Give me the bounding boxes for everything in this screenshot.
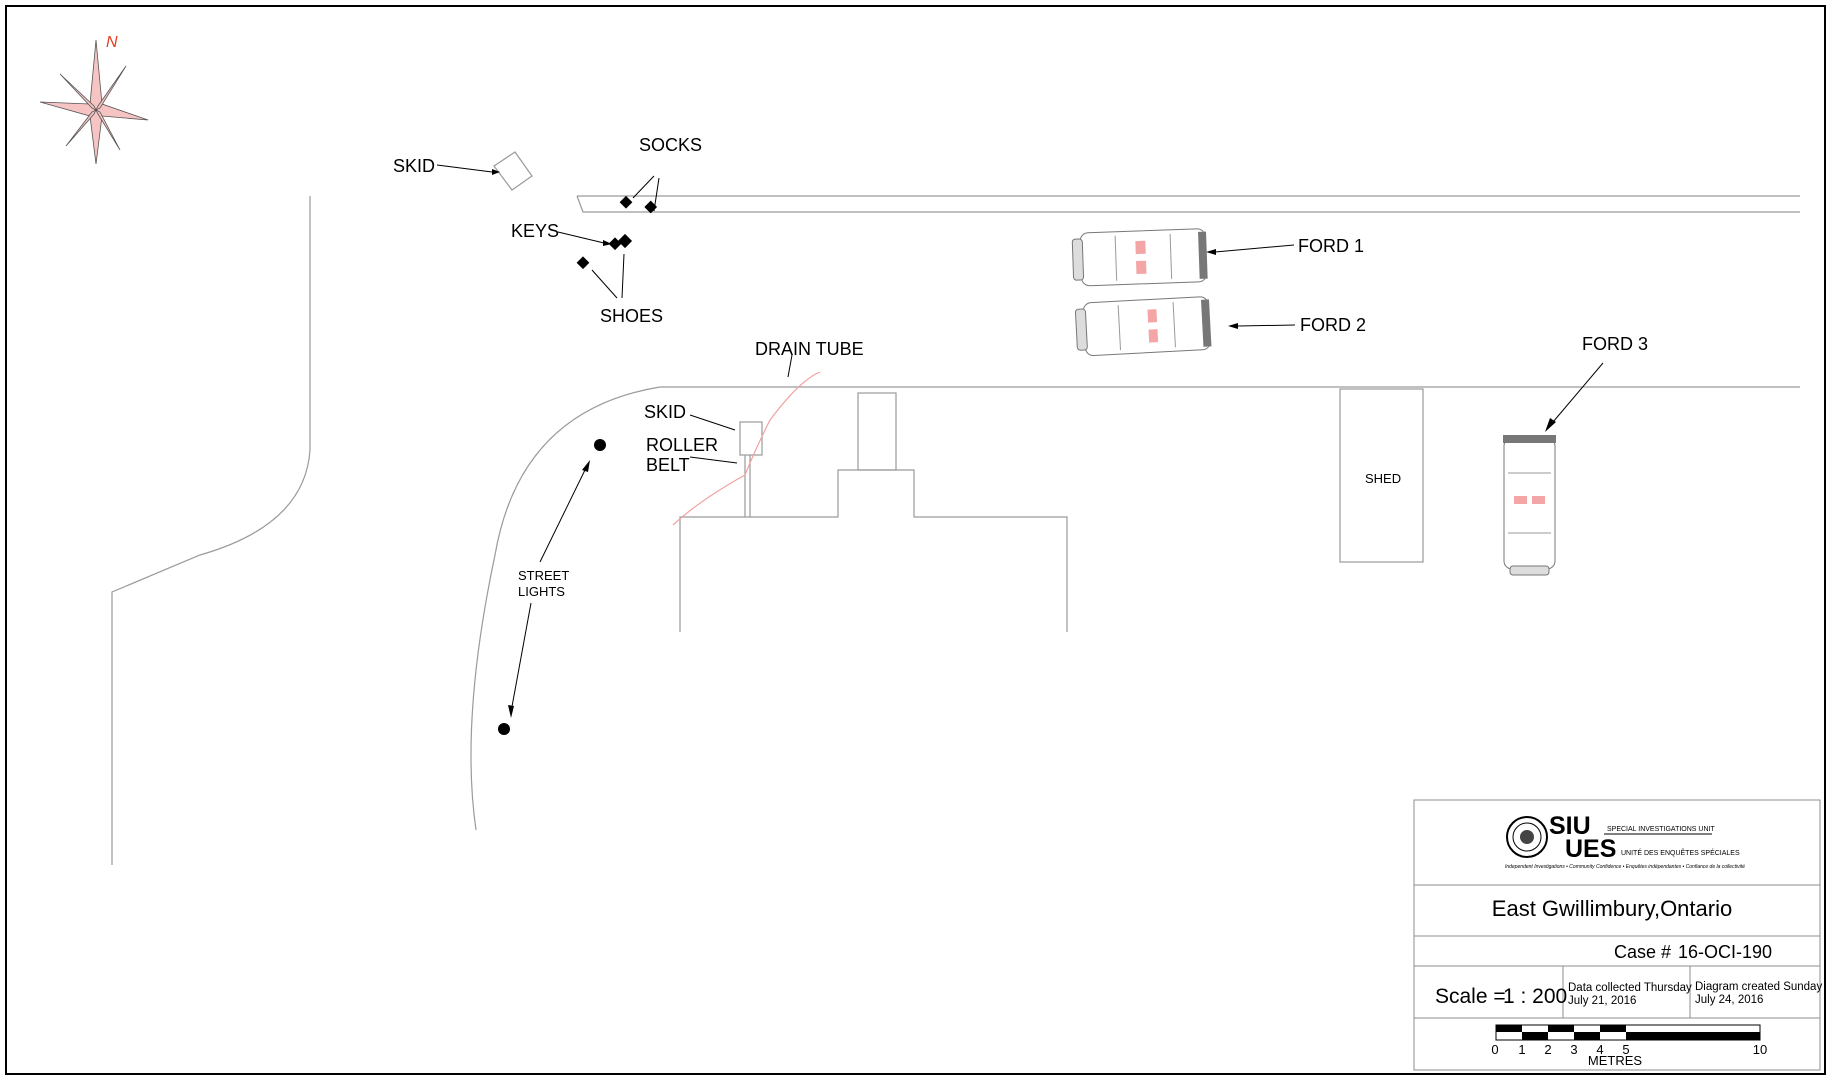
data-collected-line-2: July 21, 2016 — [1568, 995, 1636, 1007]
street-light-marker — [594, 439, 606, 451]
label-drain-tube: DRAIN TUBE — [755, 339, 864, 359]
location-title: East Gwillimbury,Ontario — [1492, 896, 1732, 921]
scale-label: Scale = — [1435, 985, 1506, 1008]
scale-tick-5: 5 — [1622, 1042, 1629, 1057]
label-socks: SOCKS — [639, 135, 702, 155]
label-shed: SHED — [1365, 471, 1401, 486]
diagram-created-line-1: Diagram created Sunday — [1695, 981, 1822, 993]
siu-logo: SIU UES SPECIAL INVESTIGATIONS UNIT UNIT… — [1505, 812, 1745, 870]
shoe-marker — [576, 256, 590, 270]
logo-siu-sub: SPECIAL INVESTIGATIONS UNIT — [1607, 826, 1715, 833]
logo-siu: SIU — [1549, 812, 1591, 840]
logo-ues-sub: UNITÉ DES ENQUÊTES SPÉCIALES — [1621, 848, 1740, 857]
scale-tick-10: 10 — [1753, 1042, 1767, 1057]
outer-frame — [5, 5, 1826, 1075]
logo-ues: UES — [1565, 835, 1616, 863]
case-number: 16-OCI-190 — [1678, 942, 1772, 962]
scale-tick-4: 4 — [1596, 1042, 1603, 1057]
leader-lines — [436, 164, 1604, 718]
scale-bar — [1495, 1024, 1761, 1041]
case-label: Case # — [1614, 942, 1671, 962]
north-label: N — [106, 34, 118, 51]
road-outlines — [111, 151, 1800, 865]
label-shoes: SHOES — [600, 306, 663, 326]
scale-unit: METRES — [1588, 1053, 1643, 1068]
label-skid-mid: SKID — [644, 402, 686, 422]
label-keys: KEYS — [511, 221, 559, 241]
diagram-created-line-2: July 24, 2016 — [1695, 994, 1763, 1006]
drain-tube-line — [672, 371, 821, 526]
street-light-marker — [498, 723, 510, 735]
scale-tick-3: 3 — [1570, 1042, 1577, 1057]
data-collected-line-1: Data collected Thursday — [1568, 982, 1692, 994]
label-street-lights-2: LIGHTS — [518, 584, 565, 599]
label-street-lights-1: STREET — [518, 568, 569, 583]
logo-tagline: Independent Investigations • Community C… — [1505, 864, 1745, 870]
north-compass-icon: N — [39, 34, 149, 165]
vehicle-ford-3 — [1503, 435, 1556, 576]
label-roller-belt-1: ROLLER — [646, 435, 718, 455]
title-block: SIU UES SPECIAL INVESTIGATIONS UNIT UNIT… — [1413, 799, 1822, 1071]
vehicle-ford-2 — [1074, 296, 1212, 357]
sock-marker — [619, 195, 633, 209]
label-skid-top: SKID — [393, 156, 435, 176]
label-ford-1: FORD 1 — [1298, 236, 1364, 256]
label-ford-2: FORD 2 — [1300, 315, 1366, 335]
label-ford-3: FORD 3 — [1582, 334, 1648, 354]
scale-tick-2: 2 — [1544, 1042, 1551, 1057]
scale-tick-0: 0 — [1491, 1042, 1498, 1057]
label-roller-belt-2: BELT — [646, 455, 690, 475]
scale-value: 1 : 200 — [1503, 985, 1567, 1008]
scale-tick-1: 1 — [1518, 1042, 1525, 1057]
vehicle-ford-1 — [1071, 228, 1208, 287]
shoe-marker — [617, 233, 633, 249]
